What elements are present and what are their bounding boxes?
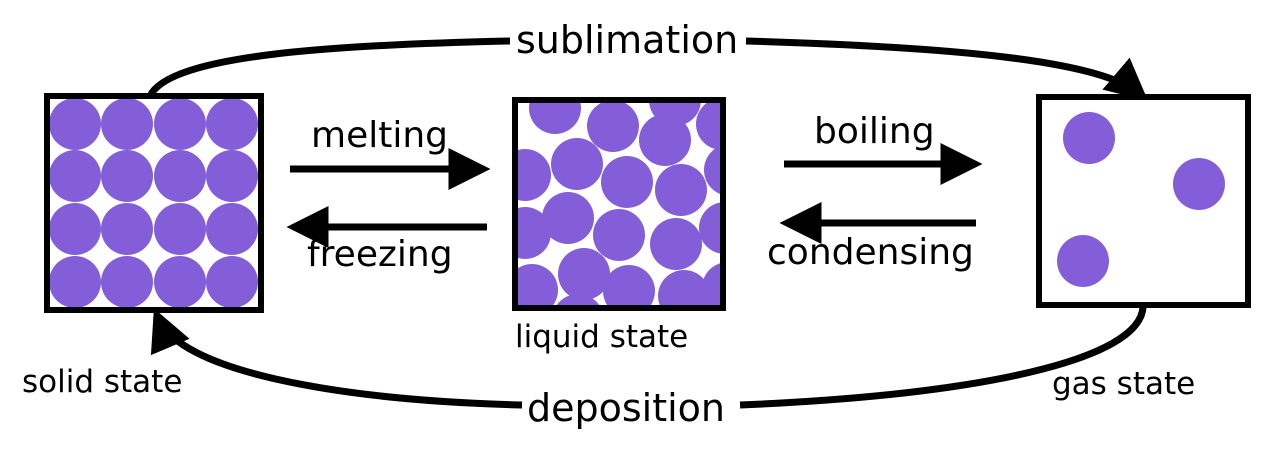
sublimation-label: sublimation [512,21,743,59]
sublimation-arrow [146,37,511,98]
freezing-label: freezing [307,234,453,275]
deposition-arrow-right [739,306,1147,409]
solid-state-label: solid state [22,364,183,400]
gas-state-label: gas state [1052,366,1196,402]
condensing-label: condensing [767,232,974,273]
deposition-arrow-left [151,308,523,409]
liquid-state-label: liquid state [515,319,689,355]
sublimation-arrow-right [745,37,1149,101]
solid-state-box [49,98,258,308]
deposition-label: deposition [523,389,730,427]
boiling-label: boiling [814,111,935,152]
melting-label: melting [311,115,449,156]
liquid-state-box [518,103,720,305]
